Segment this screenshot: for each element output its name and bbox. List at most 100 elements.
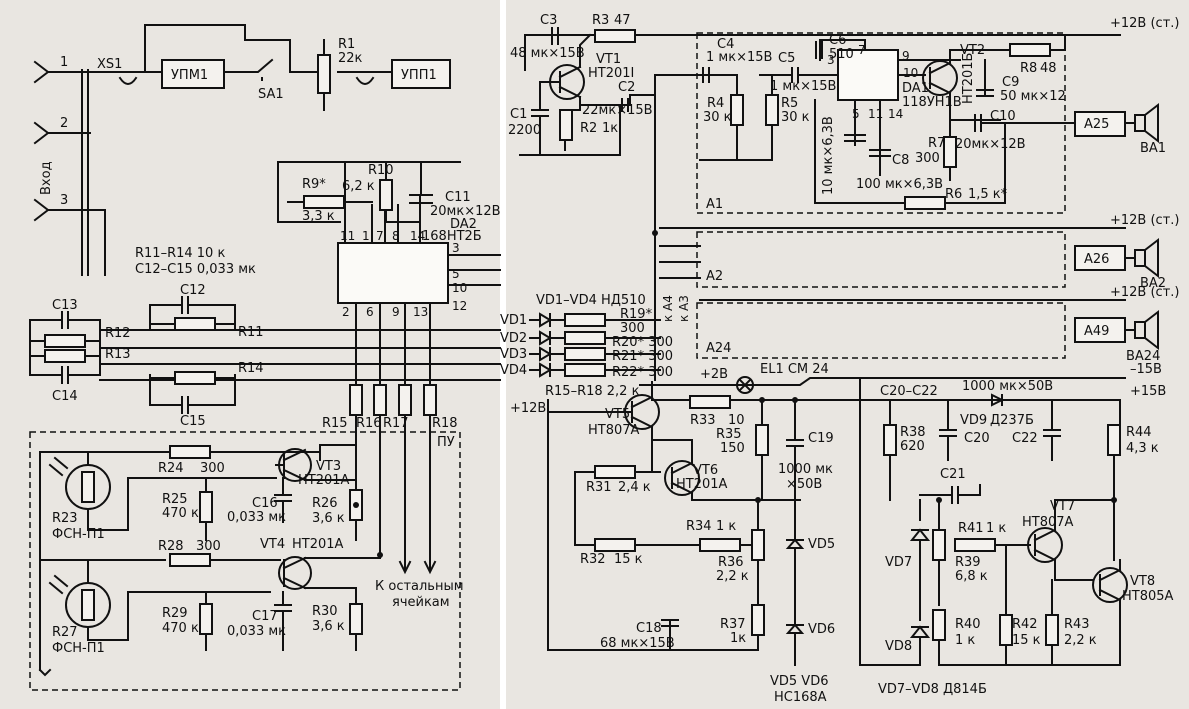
r6-value: 1,5 к* (968, 187, 1008, 202)
r15-r18-label: R15–R18 2,2 к (545, 384, 640, 399)
da2-chip (337, 242, 449, 304)
r24-label: R24 (158, 461, 184, 476)
vd5-vd6-value: НС168А (774, 690, 827, 705)
r43-value: 2,2 к (1064, 633, 1097, 648)
note-r11-r14: R11–R14 10 к (135, 246, 225, 261)
xs1-label: XS1 (97, 57, 122, 72)
c10-value: 20мк×12В (955, 137, 1026, 152)
r31-label: R31 (586, 480, 612, 495)
r25-value: 470 к (162, 506, 199, 521)
da1-label: DA1 (902, 81, 929, 96)
upm1-label: УПМ1 (171, 68, 208, 83)
note-c12-c15: C12–C15 0,033 мк (135, 262, 256, 277)
plus12-in-label: +12В (510, 401, 546, 416)
a2-panel (696, 231, 1066, 288)
r8-label: R8 (1020, 61, 1037, 76)
r39-value: 6,8 к (955, 569, 988, 584)
plus15-label: +15В (1130, 384, 1166, 399)
da2-pin-top-11: 11 (340, 229, 355, 243)
vd6-label: VD6 (808, 622, 835, 637)
r7-value: 300 (915, 151, 940, 166)
c9-label: C9 (1002, 75, 1019, 90)
r35-label: R35 (716, 427, 742, 442)
c19-label: C19 (808, 431, 834, 446)
r41-label: R41 (958, 521, 984, 536)
vt2-label: VT2 (960, 43, 985, 58)
r16-label: R16 (356, 416, 382, 431)
vt4-label: VT4 (260, 537, 285, 552)
r19-value: 300 (620, 321, 645, 336)
sa1-label: SA1 (258, 87, 284, 102)
r29-value: 470 к (162, 621, 199, 636)
input-pin-2: 2 (60, 116, 68, 131)
da1-chip (837, 49, 899, 101)
c11-value: 20мк×12В (430, 204, 501, 219)
svg-text:10: 10 (903, 66, 918, 80)
a25-label: A25 (1084, 117, 1109, 132)
r26-value: 3,6 к (312, 511, 345, 526)
a49-block (1074, 317, 1126, 343)
c20-c22-label: C20–C22 (880, 384, 938, 399)
r10-label: R10 (368, 163, 394, 178)
r12-label: R12 (105, 326, 131, 341)
plus12-a24: +12В (ст.) (1110, 285, 1179, 300)
r37-label: R37 (720, 617, 746, 632)
vd8-label: VD8 (885, 639, 912, 654)
plus12-a1: +12В (ст.) (1110, 16, 1179, 31)
r28-label: R28 (158, 539, 184, 554)
r42-value: 15 к (1012, 633, 1041, 648)
c4-value: 1 мк×15В (706, 50, 772, 65)
c1-label: C1 (510, 107, 527, 122)
r8-value: 48 (1040, 61, 1057, 76)
c2-value: 22мк×15В (582, 103, 653, 118)
c20-c22-value: 1000 мк×50В (962, 379, 1053, 394)
svg-text:5: 5 (852, 107, 860, 121)
vd5-vd6-label: VD5 VD6 (770, 674, 828, 689)
c18-label: C18 (636, 621, 662, 636)
r29-label: R29 (162, 606, 188, 621)
a24-panel (696, 302, 1066, 359)
a2-label: A2 (706, 269, 723, 284)
vd7-label: VD7 (885, 555, 912, 570)
fsn-1-label: ФСН-П1 (52, 527, 105, 542)
r14-label: R14 (238, 361, 264, 376)
upp1-label: УПП1 (401, 68, 437, 83)
a24-label: A24 (706, 341, 731, 356)
r38-value: 620 (900, 439, 925, 454)
vt1-value: НТ201I (588, 66, 634, 81)
r13-label: R13 (105, 347, 131, 362)
vt6-value: НТ201А (676, 477, 728, 492)
plus2-label: +2В (700, 367, 728, 382)
da2-pin-top-14: 14 (410, 229, 425, 243)
vd1-label: VD1 (500, 313, 527, 328)
r23-label: R23 (52, 511, 78, 526)
c19-value-1: 1000 мк (778, 462, 833, 477)
c11-label: C11 (445, 190, 471, 205)
c22-label: C22 (1012, 431, 1038, 446)
r4-value: 30 к (703, 110, 732, 125)
c5-label: C5 (778, 51, 795, 66)
r33-value: 10 (728, 413, 745, 428)
plus12-a2: +12В (ст.) (1110, 213, 1179, 228)
el1-label: EL1 СМ 24 (760, 362, 829, 377)
ba2-label: BA2 (1140, 276, 1166, 291)
r1-label: R1 (338, 37, 355, 52)
labels-right: C3 48 мк×15В R3 47 VT1 НТ201I C1 2200 C2… (500, 13, 1179, 705)
c1-value: 2200 (508, 123, 541, 138)
r34-label: R34 (686, 519, 712, 534)
r43-label: R43 (1064, 617, 1090, 632)
r10-value: 6,2 к (342, 179, 375, 194)
a25-block (1074, 111, 1126, 137)
c5-value: 1 мк×15В (770, 79, 836, 94)
diode-array (529, 312, 661, 378)
c2-label: C2 (618, 80, 635, 95)
r36-value: 2,2 к (716, 569, 749, 584)
r3-label: R3 (592, 13, 609, 28)
svg-text:9: 9 (902, 49, 910, 63)
input-pin-3: 3 (60, 193, 68, 208)
minus15-label: –15В (1130, 362, 1162, 377)
a26-label: A26 (1084, 252, 1109, 267)
da2-pin-bottom-13: 13 (413, 305, 428, 319)
r36-label: R36 (718, 555, 744, 570)
